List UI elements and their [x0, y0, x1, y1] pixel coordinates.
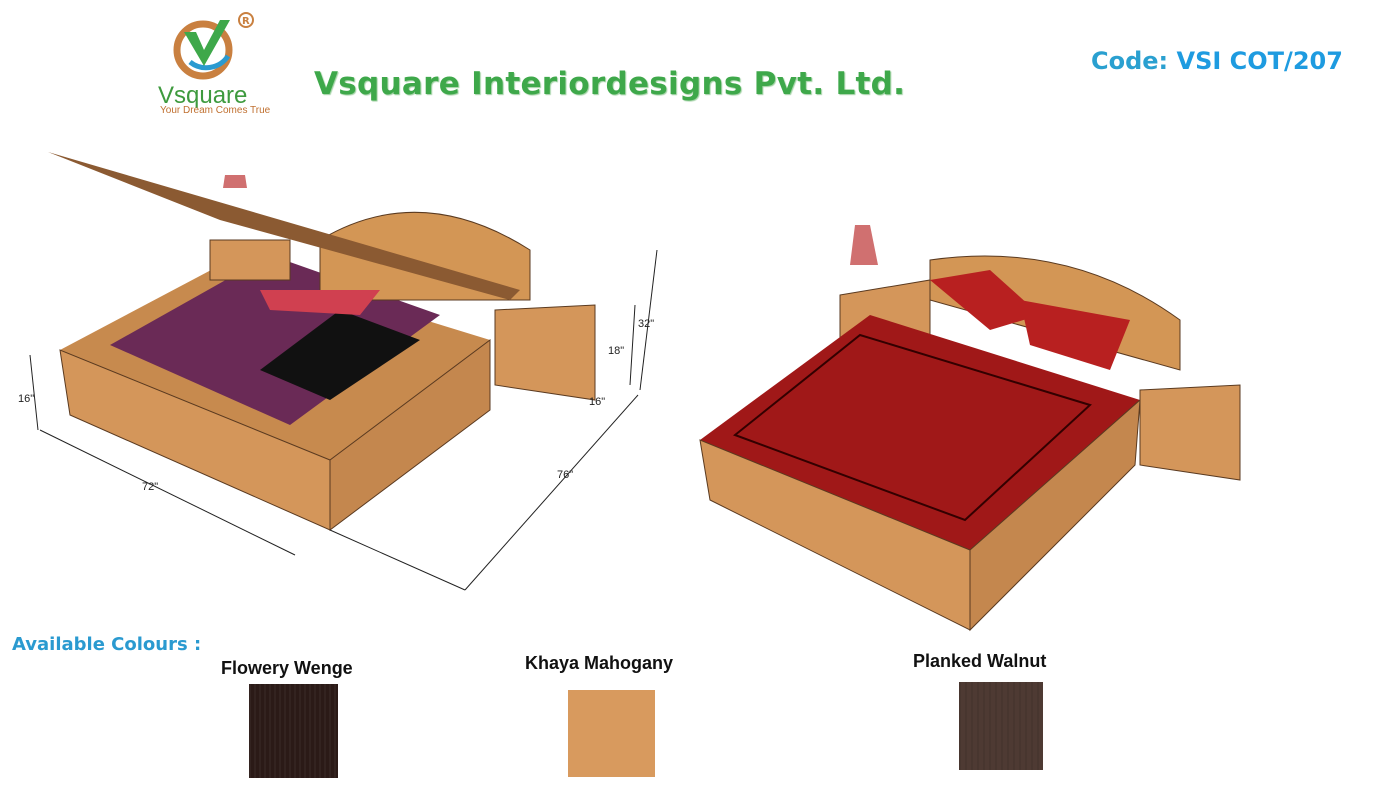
logo-name: Vsquare	[158, 82, 248, 109]
colour-label-flowery-wenge: Flowery Wenge	[221, 658, 353, 678]
logo-tagline: Your Dream Comes True	[160, 105, 271, 116]
dim-headboard-height: 32"	[638, 318, 654, 330]
colour-label-planked-walnut: Planked Walnut	[913, 651, 1047, 671]
swatch-planked-walnut	[959, 682, 1043, 770]
dim-width: 72"	[142, 481, 158, 493]
swatch-flowery-wenge	[249, 684, 338, 778]
storage-bed-drawing: 72" 76" 16" 32" 18" 16"	[18, 152, 658, 591]
dim-side-table-depth: 16"	[589, 396, 605, 408]
dim-bed-height: 16"	[18, 393, 34, 405]
dim-side-table-height: 18"	[608, 345, 624, 357]
colours-title: Available Colours :	[12, 634, 202, 655]
product-code: Code: VSI COT/207	[1091, 47, 1343, 75]
svg-text:R: R	[242, 16, 250, 27]
made-bed-drawing	[699, 225, 1241, 632]
company-name: Vsquare Interiordesigns Pvt. Ltd.	[314, 66, 906, 102]
code-value: VSI COT/207	[1176, 47, 1343, 75]
colour-label-khaya-mahogany: Khaya Mahogany	[525, 653, 674, 673]
swatch-khaya-mahogany	[568, 690, 655, 777]
dim-length: 76"	[557, 469, 573, 481]
code-label: Code:	[1091, 47, 1169, 75]
logo-icon: R	[173, 12, 254, 80]
